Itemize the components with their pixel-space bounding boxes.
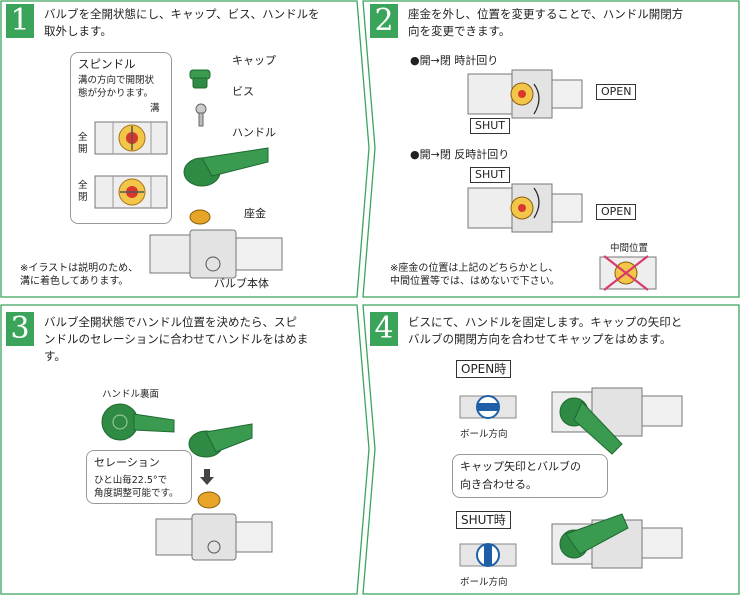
seat-washer-icon — [189, 209, 211, 225]
seat-label: 座金 — [244, 207, 266, 220]
open-tag-2: OPEN — [596, 204, 637, 220]
middle-position-label: 中間位置 — [610, 243, 649, 254]
step-2-frame — [362, 0, 740, 298]
cap-arrow-callout — [452, 454, 608, 498]
callout-line-1: キャップ矢印とバルブの — [460, 460, 581, 473]
valve-open-handle — [551, 387, 683, 455]
step-3-frame — [0, 304, 370, 595]
ball-direction-shut-label: ボール方向 — [460, 577, 508, 588]
spindle-desc-1: 溝の方向で開閉状 — [78, 75, 155, 86]
full-closed-label: 全 閉 — [78, 180, 88, 203]
valve-counterclockwise-illustration — [467, 183, 583, 233]
screw-icon — [195, 103, 207, 127]
step-4-text: ビスにて、ハンドルを固定します。キャップの矢印と バルブの開閉方向を合わせてキャ… — [408, 315, 683, 346]
valve-body-step3 — [155, 513, 273, 561]
full-open-label: 全 開 — [78, 132, 88, 155]
step-1-panel: 1 バルブを全開状態にし、キャップ、ビス、ハンドルを 取外します。 スピンドル … — [0, 0, 370, 298]
serration-washer-icon — [197, 491, 221, 509]
step-1-note: ※イラストは説明のため、 溝に着色してあります。 — [20, 263, 139, 287]
case-2-label: ●開→閉 反時計回り — [410, 148, 510, 161]
valve-shut-handle — [551, 513, 683, 569]
valve-clockwise-illustration — [467, 69, 583, 119]
groove-label: 溝 — [150, 103, 160, 114]
step-2-panel: 2 座金を外し、位置を変更することで、ハンドル開閉方 向を変更できます。 ●開→… — [362, 0, 740, 298]
step-1-number: 1 — [6, 4, 34, 38]
handle-front-icon — [188, 423, 253, 458]
serration-callout — [86, 450, 192, 504]
cap-icon — [189, 69, 211, 89]
step-2-text: 座金を外し、位置を変更することで、ハンドル開閉方 向を変更できます。 — [408, 7, 684, 38]
handle-back-label: ハンドル裏面 — [102, 389, 160, 400]
middle-position-illustration — [599, 255, 657, 291]
callout-line-2: 向き合わせる。 — [460, 478, 537, 491]
serration-label: セレーション — [94, 456, 160, 469]
screw-label: ビス — [232, 85, 254, 98]
shut-tag-2: SHUT — [470, 167, 511, 183]
spindle-title: スピンドル — [78, 57, 136, 71]
valve-body-illustration — [149, 229, 283, 279]
serration-desc-2: 角度調整可能です。 — [94, 488, 179, 499]
step-1-text: バルブを全開状態にし、キャップ、ビス、ハンドルを 取外します。 — [44, 7, 320, 38]
handle-label: ハンドル — [232, 126, 276, 139]
down-arrow-icon — [200, 469, 214, 485]
step-4-panel: 4 ビスにて、ハンドルを固定します。キャップの矢印と バルブの開閉方向を合わせて… — [362, 304, 740, 595]
ball-direction-open-icon — [459, 395, 517, 419]
cap-label: キャップ — [232, 54, 276, 67]
spindle-desc-2: 態が分かります。 — [78, 88, 154, 99]
step-3-panel: 3 バルブ全開状態でハンドル位置を決めたら、スピ ンドルのセレーションに合わせて… — [0, 304, 370, 595]
serration-desc-1: ひと山毎22.5°で — [94, 475, 168, 486]
ball-direction-shut-icon — [459, 543, 517, 567]
step-3-number: 3 — [6, 312, 34, 346]
step-3-text: バルブ全開状態でハンドル位置を決めたら、スピ ンドルのセレーションに合わせてハン… — [44, 315, 309, 363]
open-tag-1: OPEN — [596, 84, 637, 100]
shut-tag-1: SHUT — [470, 118, 511, 134]
ball-direction-open-label: ボール方向 — [460, 429, 508, 440]
step-2-number: 2 — [370, 4, 398, 38]
spindle-closed-illustration — [94, 175, 168, 209]
handle-back-icon — [101, 403, 175, 441]
spindle-open-illustration — [94, 121, 168, 155]
body-label: バルブ本体 — [214, 277, 269, 290]
step-4-number: 4 — [370, 312, 398, 346]
step-2-note: ※座金の位置は上記のどちらかとし、 中間位置等では、はめないで下さい。 — [390, 263, 560, 287]
case-1-label: ●開→閉 時計回り — [410, 54, 499, 67]
shut-state-label: SHUT時 — [456, 511, 511, 529]
handle-icon — [183, 147, 269, 187]
open-state-label: OPEN時 — [456, 360, 512, 378]
